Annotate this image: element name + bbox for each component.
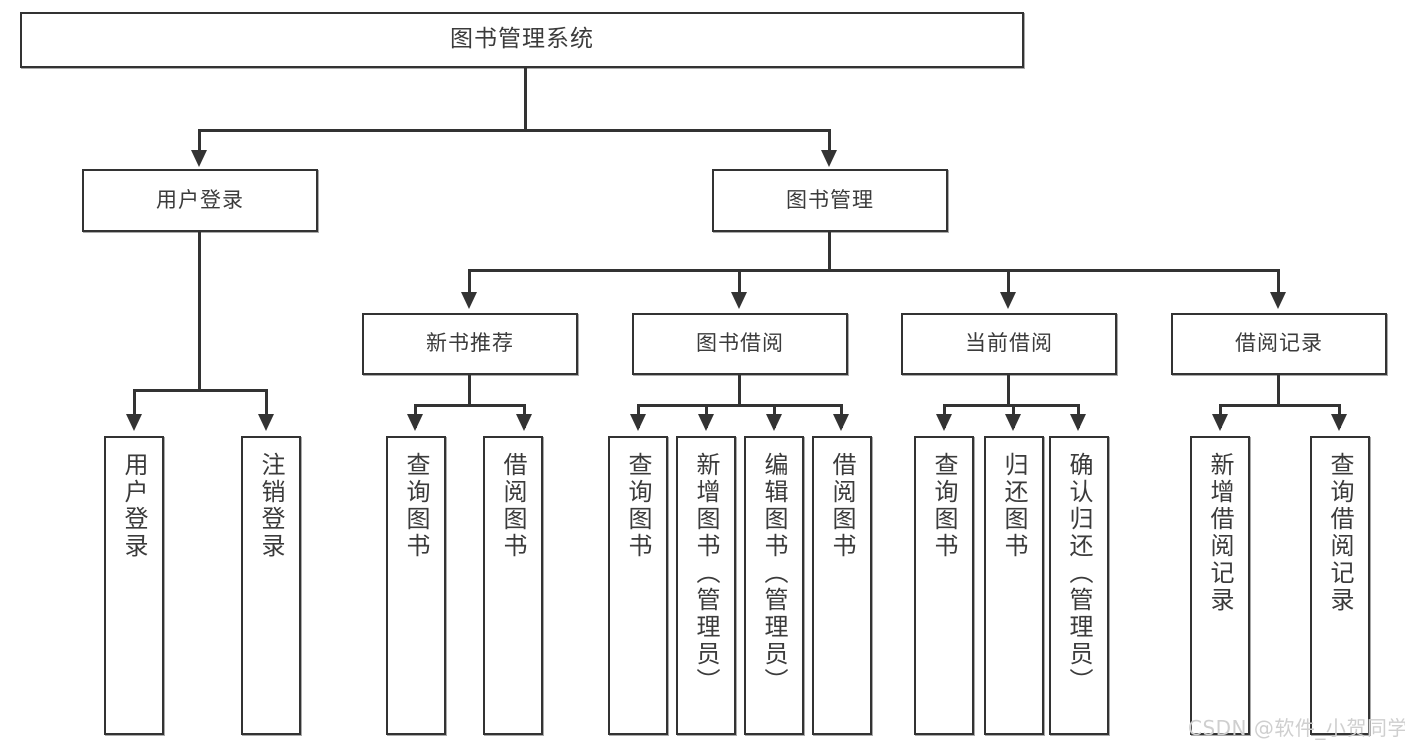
leaf-user-login-0[interactable]: 用户登录 — [104, 436, 164, 735]
connector-level2-bus — [198, 129, 830, 132]
node-label: 注销登录 — [257, 452, 285, 560]
connector-drop-user-login — [198, 129, 201, 152]
node-user-login[interactable]: 用户登录 — [82, 169, 318, 232]
connector-drop-level3-3 — [1277, 269, 1280, 294]
node-label: 新增图书（管理员） — [692, 452, 720, 695]
arrowhead-leaf-book-borrow-3 — [833, 414, 849, 431]
connector-new-book-bus — [414, 404, 526, 407]
arrowhead-leaf-book-borrow-0 — [630, 414, 646, 431]
connector-user-login-bus — [133, 389, 268, 392]
node-label: 编辑图书（管理员） — [760, 452, 788, 695]
node-label: 图书管理 — [786, 187, 874, 212]
arrowhead-leaf-user-login-0 — [126, 414, 142, 431]
arrowhead-leaf-current-borrow-1 — [1005, 414, 1021, 431]
arrowhead-user-login — [191, 150, 207, 167]
connector-book-borrow-bus — [637, 404, 842, 407]
node-new-book-recommend[interactable]: 新书推荐 — [362, 313, 578, 375]
connector-drop-level3-0 — [468, 269, 471, 294]
connector-current-borrow-stem — [1007, 375, 1010, 407]
connector-borrow-record-bus — [1219, 404, 1341, 407]
node-label: 当前借阅 — [965, 331, 1053, 356]
arrowhead-level3-0 — [461, 292, 477, 309]
node-book-borrow[interactable]: 图书借阅 — [632, 313, 848, 375]
connector-drop-book-management — [828, 129, 831, 152]
connector-new-book-stem — [468, 375, 471, 407]
node-label: 查询图书 — [402, 452, 430, 560]
node-current-borrow[interactable]: 当前借阅 — [901, 313, 1117, 375]
arrowhead-leaf-book-borrow-1 — [698, 414, 714, 431]
arrowhead-leaf-borrow-record-0 — [1212, 414, 1228, 431]
leaf-book-borrow-2[interactable]: 编辑图书（管理员） — [744, 436, 804, 735]
connector-drop-leaf-user-login-1 — [265, 389, 268, 417]
node-label: 图书借阅 — [696, 331, 784, 356]
leaf-borrow-record-0[interactable]: 新增借阅记录 — [1190, 436, 1250, 735]
node-label: 借阅图书 — [499, 452, 527, 560]
node-label: 新增借阅记录 — [1206, 452, 1234, 614]
leaf-current-borrow-2[interactable]: 确认归还（管理员） — [1049, 436, 1109, 735]
node-root-book-management-system[interactable]: 图书管理系统 — [20, 12, 1024, 68]
arrowhead-leaf-new-book-0 — [407, 414, 423, 431]
connector-borrow-record-stem — [1277, 375, 1280, 407]
node-label: 借阅图书 — [828, 452, 856, 560]
arrowhead-leaf-current-borrow-0 — [936, 414, 952, 431]
node-label: 确认归还（管理员） — [1065, 452, 1093, 695]
arrowhead-level3-1 — [731, 292, 747, 309]
leaf-user-login-1[interactable]: 注销登录 — [241, 436, 301, 735]
node-label: 用户登录 — [156, 187, 244, 212]
connector-current-borrow-bus — [943, 404, 1080, 407]
node-label: 新书推荐 — [426, 331, 514, 356]
arrowhead-leaf-new-book-1 — [516, 414, 532, 431]
arrowhead-level3-2 — [1000, 292, 1016, 309]
node-label: 用户登录 — [120, 452, 148, 560]
leaf-new-book-recommend-0[interactable]: 查询图书 — [386, 436, 446, 735]
leaf-book-borrow-3[interactable]: 借阅图书 — [812, 436, 872, 735]
connector-drop-level3-2 — [1007, 269, 1010, 294]
connector-book-borrow-stem — [738, 375, 741, 407]
node-label: 借阅记录 — [1235, 331, 1323, 356]
leaf-new-book-recommend-1[interactable]: 借阅图书 — [483, 436, 543, 735]
connector-drop-leaf-user-login-0 — [133, 389, 136, 417]
node-book-management[interactable]: 图书管理 — [712, 169, 948, 232]
leaf-book-borrow-1[interactable]: 新增图书（管理员） — [676, 436, 736, 735]
connector-book-management-stem — [828, 232, 831, 272]
node-label: 归还图书 — [1000, 452, 1028, 560]
node-borrow-record[interactable]: 借阅记录 — [1171, 313, 1387, 375]
leaf-current-borrow-1[interactable]: 归还图书 — [984, 436, 1044, 735]
arrowhead-leaf-current-borrow-2 — [1070, 414, 1086, 431]
node-label: 查询图书 — [624, 452, 652, 560]
arrowhead-book-management — [821, 150, 837, 167]
connector-drop-level3-1 — [738, 269, 741, 294]
arrowhead-leaf-book-borrow-2 — [766, 414, 782, 431]
leaf-book-borrow-0[interactable]: 查询图书 — [608, 436, 668, 735]
arrowhead-level3-3 — [1270, 292, 1286, 309]
node-label: 查询借阅记录 — [1326, 452, 1354, 614]
connector-level3-bus — [468, 269, 1280, 272]
node-label: 图书管理系统 — [450, 26, 594, 53]
arrowhead-leaf-user-login-1 — [258, 414, 274, 431]
arrowhead-leaf-borrow-record-1 — [1331, 414, 1347, 431]
leaf-borrow-record-1[interactable]: 查询借阅记录 — [1310, 436, 1370, 735]
leaf-current-borrow-0[interactable]: 查询图书 — [914, 436, 974, 735]
connector-user-login-stem — [198, 232, 201, 392]
connector-root-stem — [524, 68, 527, 131]
csdn-watermark: CSDN @软件_小贺同学 — [1188, 716, 1405, 740]
node-label: 查询图书 — [930, 452, 958, 560]
